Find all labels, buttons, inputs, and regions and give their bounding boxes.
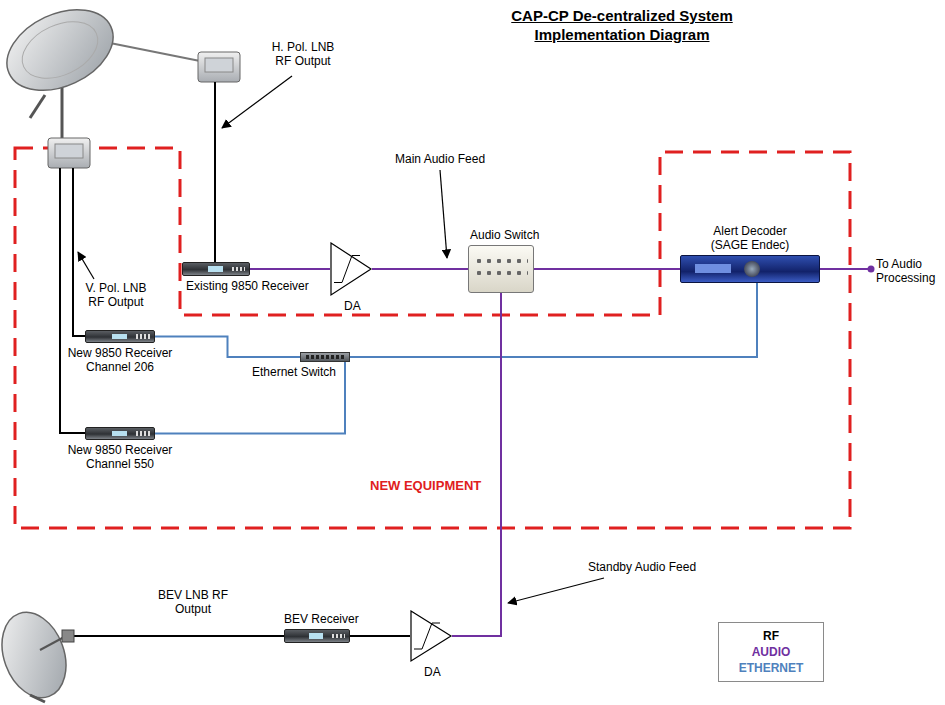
device-label: DA (330, 299, 361, 313)
rack-device (85, 427, 155, 440)
callout-label: NEW EQUIPMENT (370, 478, 481, 494)
device-label: New 9850 Receiver Channel 206 (62, 346, 178, 374)
amplifier-triangle (411, 611, 451, 661)
equipment-node: New 9850 Receiver Channel 550 (62, 427, 178, 471)
new-equipment-outline (15, 148, 850, 528)
front-display (208, 266, 223, 272)
callout-arrow (440, 170, 447, 258)
front-display (112, 334, 127, 340)
satellite-dish (0, 0, 205, 140)
signal-connector (372, 268, 468, 270)
rack-device (85, 330, 155, 343)
amplifier-symbol (410, 610, 452, 662)
rack-device (284, 629, 350, 643)
signal-connector (452, 293, 501, 636)
decoder-knob (744, 261, 760, 277)
callout-arrow (78, 252, 94, 279)
front-display (309, 633, 323, 639)
audio-out-wire (820, 268, 870, 270)
amplifier-slash (414, 623, 440, 649)
equipment-node: BEV Receiver (284, 612, 359, 643)
device-label: Existing 9850 Receiver (182, 279, 309, 293)
front-buttons (332, 634, 345, 639)
callout-label: V. Pol. LNB RF Output (80, 281, 152, 309)
legend-entry: ETHERNET (719, 660, 823, 676)
device-label: New 9850 Receiver Channel 550 (62, 443, 178, 471)
da-device (330, 242, 372, 296)
callout-label: Standby Audio Feed (588, 560, 696, 574)
switch-knobs (474, 255, 528, 283)
rf-wire (72, 635, 284, 637)
callout-arrow (222, 76, 292, 128)
switch-ports (306, 355, 344, 358)
callout-label: To Audio Processing (876, 257, 940, 285)
equipment-node: DA (330, 242, 372, 313)
device-label: Alert Decoder (SAGE Endec) (698, 224, 802, 252)
audio-out-dot (868, 266, 875, 273)
lnb-v-pol (48, 138, 90, 168)
amplifier-symbol (330, 242, 372, 296)
signal-connector (350, 635, 410, 637)
legend-entry: AUDIO (719, 644, 823, 660)
front-buttons (136, 334, 150, 338)
front-buttons (232, 267, 245, 272)
legend-box: RFAUDIOETHERNET (718, 622, 824, 682)
callout-arrow (508, 578, 604, 603)
eswitch-device (300, 352, 350, 362)
device-label: BEV Receiver (284, 612, 359, 626)
signal-connector (155, 337, 300, 358)
equipment-node: New 9850 Receiver Channel 206 (62, 330, 178, 374)
amplifier-slash (334, 256, 360, 283)
equipment-node: Ethernet Switch (252, 352, 350, 379)
decoder-screen (695, 264, 731, 273)
device-label: DA (410, 665, 441, 679)
legend-entry: RF (719, 628, 823, 644)
da-device (410, 610, 452, 662)
front-display (112, 431, 127, 437)
rf-wire (214, 82, 216, 262)
device-label: Ethernet Switch (252, 365, 350, 379)
bev-dish (0, 603, 77, 705)
device-label: Audio Switch (468, 228, 539, 242)
callout-label: H. Pol. LNB RF Output (262, 40, 344, 68)
rf-wire (73, 168, 85, 336)
diagram-title: CAP-CP De-centralized System Implementat… (472, 6, 772, 44)
equipment-node: DA (410, 610, 452, 679)
rf-wire (60, 168, 85, 433)
callout-label: BEV LNB RF Output (150, 588, 236, 616)
signal-connector (350, 283, 757, 357)
front-buttons (136, 431, 150, 435)
rack-device (182, 262, 250, 276)
aswitch-device (468, 245, 534, 293)
callout-label: Main Audio Feed (395, 152, 485, 166)
lnb-h-pol (198, 52, 240, 82)
signal-connector (250, 268, 330, 270)
amplifier-triangle (331, 243, 371, 295)
signal-connector (534, 268, 680, 270)
equipment-node: Audio Switch (468, 228, 539, 293)
equipment-node: Alert Decoder (SAGE Endec) (680, 224, 820, 283)
equipment-node: Existing 9850 Receiver (182, 262, 309, 293)
decoder-device (680, 255, 820, 283)
